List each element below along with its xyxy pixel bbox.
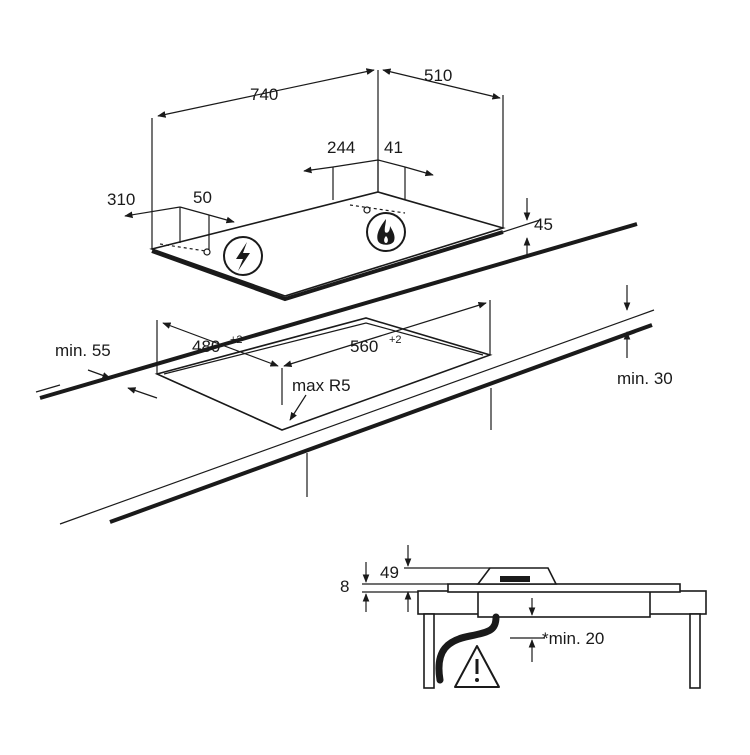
side-section-view: 49 8 *min. 20 xyxy=(340,545,707,689)
label-clearance: *min. 20 xyxy=(542,629,604,648)
gas-inlet-mark xyxy=(363,206,371,214)
label-side-lip: 8 xyxy=(340,577,349,596)
label-radius: max R5 xyxy=(292,376,351,395)
label-cutout-depth: 480 xyxy=(192,337,220,356)
warning-triangle-icon xyxy=(454,645,500,688)
label-cutout-width: 560 xyxy=(350,337,378,356)
gas-flame-icon xyxy=(366,212,406,252)
electric-connection-icon xyxy=(223,236,263,276)
label-elec-x: 310 xyxy=(107,190,135,209)
elec-inlet-mark xyxy=(203,248,211,256)
hob-top-view: 740 510 244 41 310 50 xyxy=(107,66,553,302)
label-elec-y: 50 xyxy=(193,188,212,207)
label-depth: 510 xyxy=(424,66,452,85)
label-height: 45 xyxy=(534,215,553,234)
dim-line-width xyxy=(157,68,375,118)
dim-line-cutout-depth xyxy=(162,322,279,367)
label-side-total: 49 xyxy=(380,563,399,582)
dim-line-depth xyxy=(382,68,501,100)
label-width: 740 xyxy=(250,85,278,104)
label-cutout-depth-tol: +2 xyxy=(230,334,243,346)
dim-line-cutout-width xyxy=(283,302,487,367)
label-min-back: min. 30 xyxy=(617,369,673,388)
worktop-cutout-view: 480 +2 560 +2 min. 55 max R5 min. 30 xyxy=(35,222,673,525)
label-cutout-width-tol: +2 xyxy=(389,334,402,346)
label-min-front: min. 55 xyxy=(55,341,111,360)
hob-front-edge xyxy=(151,230,504,302)
label-gas-x: 244 xyxy=(327,138,355,157)
label-gas-y: 41 xyxy=(384,138,403,157)
cutout-outline xyxy=(154,317,493,431)
